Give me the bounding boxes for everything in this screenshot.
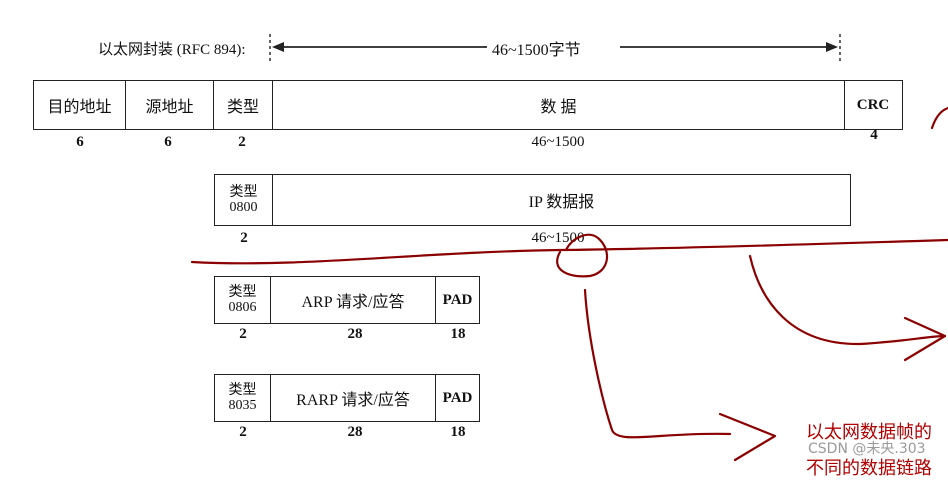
span-label: 46~1500字节 — [492, 42, 581, 59]
arp-pad-field: PAD — [442, 291, 473, 308]
rarp-payload-field: RARP 请求/应答 — [271, 375, 436, 421]
handwritten-annotations — [190, 106, 948, 462]
annotation-divider-stroke — [190, 238, 948, 265]
arp-type-size: 2 — [239, 326, 247, 342]
rarp-payload-size: 28 — [347, 424, 363, 440]
source-size: 6 — [164, 134, 172, 150]
rarp-pad-field: PAD — [442, 389, 473, 406]
rarp-pad-size: 18 — [450, 424, 466, 440]
annotation-note-line-1: 以太网数据帧的 — [806, 422, 932, 443]
encapsulation-label: 以太网封装 (RFC 894): — [98, 42, 246, 58]
dest-size: 6 — [76, 134, 84, 150]
data-size: 46~1500 — [531, 134, 585, 150]
crc-field: CRC — [856, 96, 890, 113]
annotation-curve-right — [748, 254, 947, 346]
rarp-type-size: 2 — [239, 424, 247, 440]
type-size: 2 — [238, 134, 246, 150]
crc-size: 4 — [870, 127, 878, 143]
span-arrow — [269, 34, 841, 62]
dest-address-field: 目的地址 — [34, 81, 126, 129]
annotation-crc-stroke — [930, 106, 948, 130]
annotation-circle — [556, 233, 608, 278]
data-field: 数 据 — [273, 81, 845, 129]
arp-pad-size: 18 — [450, 326, 466, 342]
annotation-arrowhead-right — [903, 316, 947, 362]
annotation-curve-down — [583, 288, 732, 439]
ip-type-size: 2 — [240, 230, 248, 246]
csdn-watermark: CSDN @未央.303 — [808, 441, 926, 457]
type-field: 类型 — [214, 81, 273, 129]
ethernet-frame: 目的地址 源地址 类型 数 据 CRC — [33, 80, 903, 130]
source-address-field: 源地址 — [126, 81, 214, 129]
arp-payload-field: ARP 请求/应答 — [271, 277, 436, 323]
annotation-arrowhead-down — [718, 412, 777, 462]
ip-datagram-field: IP 数据报 — [528, 194, 595, 211]
arp-payload-size: 28 — [347, 326, 363, 342]
